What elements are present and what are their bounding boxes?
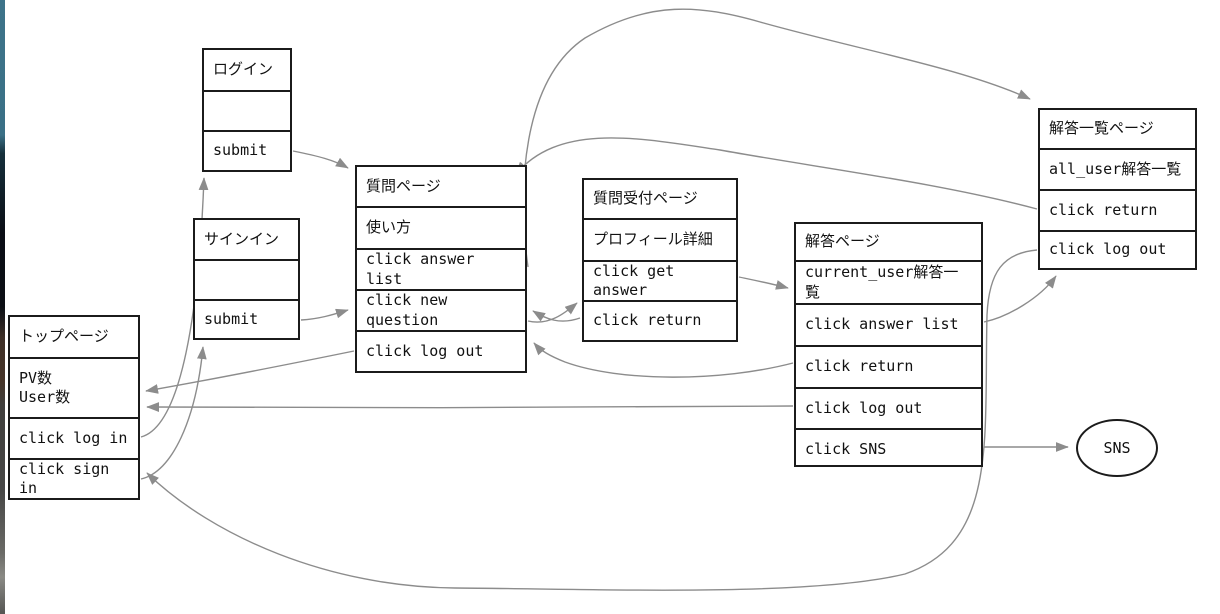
node-answer-row-return: click return [796,345,981,387]
node-signin-row-submit: submit [195,299,298,338]
node-answer-row-log-out: click log out [796,387,981,428]
edge-question-logout-to-top [145,350,355,394]
node-reception-page: 質問受付ページ プロフィール詳細 click get answer click … [582,178,738,342]
edge-reception-return-to-question-newq [532,310,581,322]
node-answer-list-row-return: click return [1040,189,1195,230]
edge-question-newq-to-reception [527,302,578,323]
node-top-row-click-login: click log in [10,417,138,458]
edge-answerlistpage-logout-to-top [146,249,1038,591]
node-question-row-answer-list: click answer list [357,248,525,289]
node-reception-row-profile: プロフィール詳細 [584,218,736,260]
node-answer-list-row-all-user: all_user解答一覧 [1040,148,1195,189]
edge-answer-answerlist-to-answerlistpage [983,275,1057,323]
node-answer-row-answer-list: click answer list [796,303,981,345]
node-answer-list-row-log-out: click log out [1040,230,1195,268]
edge-answerlistpage-return-to-question [515,137,1038,210]
node-signin-title: サインイン [204,229,280,248]
edge-top-signin-to-signin [140,346,207,480]
node-top-title: トップページ [19,327,109,346]
desktop-wallpaper-sliver [0,0,5,614]
node-signin: サインイン submit [193,218,300,340]
node-login-title: ログイン [213,60,274,79]
node-question-row-usage: 使い方 [357,206,525,248]
edge-question-answerlist-to-answerlistpage [522,8,1031,268]
node-question-row-log-out: click log out [357,330,525,371]
node-answer-row-sns: click SNS [796,428,981,469]
node-top-row-pv-user: PV数 User数 [10,357,138,417]
node-question-title: 質問ページ [366,176,441,195]
node-top-row-click-signin: click sign in [10,458,138,498]
node-login-row-empty [204,90,290,130]
node-answer-row-current-user: current_user解答一覧 [796,260,981,303]
node-question-page: 質問ページ 使い方 click answer list click new qu… [355,165,527,373]
node-answer-title: 解答ページ [805,232,880,251]
edge-reception-getanswer-to-answer [738,276,789,290]
node-reception-title: 質問受付ページ [593,189,698,208]
node-question-row-new-question: click new question [357,289,525,330]
edge-answer-return-to-question [533,342,794,378]
node-signin-row-empty [195,259,298,299]
node-reception-row-get-answer: click get answer [584,260,736,300]
node-answer-list-title: 解答一覧ページ [1049,119,1154,138]
edge-answer-logout-to-top [146,402,794,412]
edge-login-submit-to-question [292,150,349,169]
node-login: ログイン submit [202,48,292,172]
node-top-page: トップページ PV数 User数 click log in click sign… [8,315,140,500]
node-answer-list-page: 解答一覧ページ all_user解答一覧 click return click … [1038,108,1197,270]
node-login-row-submit: submit [204,130,290,170]
node-answer-page: 解答ページ current_user解答一覧 click answer list… [794,222,983,467]
node-sns: SNS [1076,419,1158,477]
edge-signin-submit-to-question-newq [300,308,349,321]
node-reception-row-return: click return [584,300,736,340]
